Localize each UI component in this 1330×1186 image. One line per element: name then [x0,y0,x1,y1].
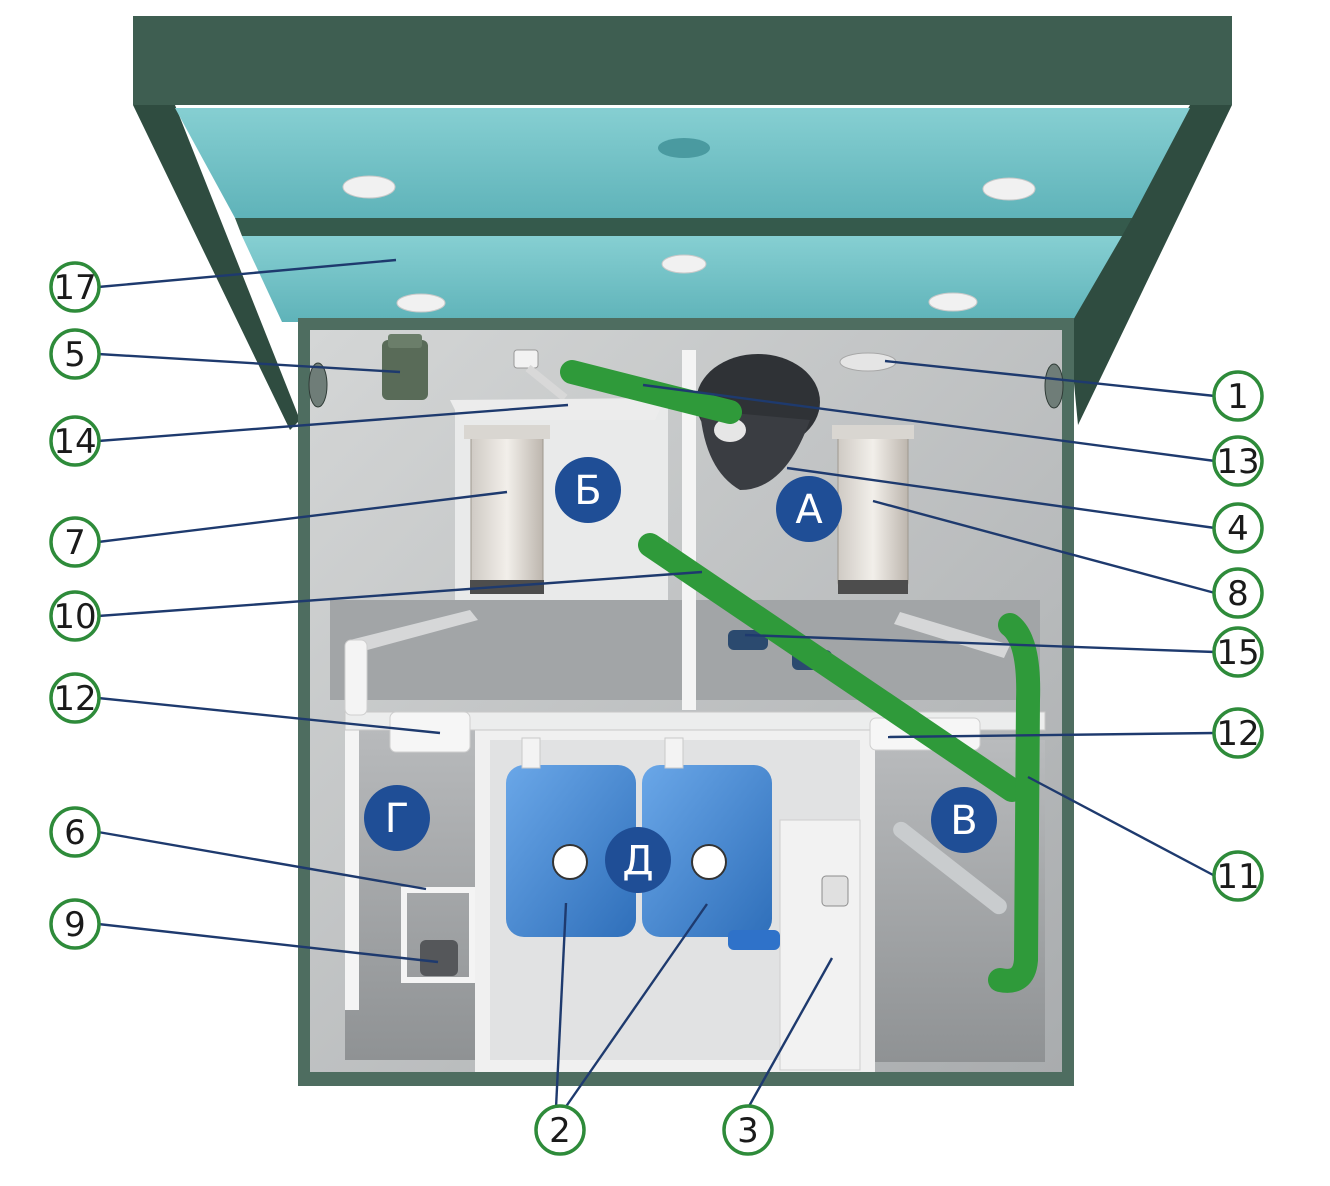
callout-2: 2 [536,1106,584,1154]
callout-11-label: 11 [1216,857,1259,897]
lid-light-1 [343,176,395,198]
zone-label-v: В [950,798,977,844]
zone-label-b: Б [574,468,601,514]
zone-badge-d: Д [605,827,671,893]
zone-label-d: Д [622,838,653,884]
lid-light-5 [929,293,977,311]
lid-insulation-upper [175,108,1190,218]
callout-14-label: 14 [53,422,96,462]
control-unit [780,820,860,1070]
callout-7-label: 7 [64,523,86,563]
callout-7: 7 [51,518,99,566]
compressor-left-fan-icon [553,845,587,879]
callout-11: 11 [1214,852,1262,900]
lid-frame [133,16,1232,105]
callout-1-label: 1 [1227,377,1249,417]
callout-13: 13 [1214,437,1262,485]
callout-12a: 12 [51,674,99,722]
callout-4-label: 4 [1227,509,1249,549]
lid-insulation-lower [242,236,1122,322]
zone-badge-b: Б [555,457,621,523]
callout-3-label: 3 [737,1111,759,1151]
zone-badge-v: В [931,787,997,853]
callout-3: 3 [724,1106,772,1154]
callout-9: 9 [51,900,99,948]
callout-15-label: 15 [1216,633,1259,673]
filter-column-left [471,430,543,590]
callout-6-label: 6 [64,813,86,853]
zone-badge-g: Г [364,785,430,851]
callout-12a-label: 12 [53,679,96,719]
callout-2-label: 2 [549,1111,571,1151]
filter-right-cap [832,425,914,439]
zone-badge-a: А [776,476,842,542]
callout-5-label: 5 [64,335,86,375]
lid-light-2 [983,178,1035,200]
callout-17: 17 [51,263,99,311]
callout-10-label: 10 [53,597,96,637]
zone-label-a: А [795,487,823,533]
callout-4: 4 [1214,504,1262,552]
filter-left-cap [464,425,550,439]
callout-8: 8 [1214,569,1262,617]
elbow-left [345,640,367,715]
filter-column-right [838,430,908,590]
callout-6: 6 [51,808,99,856]
lid-vent-center [658,138,710,158]
callout-12b: 12 [1214,709,1262,757]
chamber-b-floor [330,600,682,700]
float-switch [728,930,780,950]
lid-light-4 [397,294,445,312]
filter-right-base [838,580,908,594]
callout-9-label: 9 [64,905,86,945]
lid-light-3 [662,255,706,273]
callout-12b-label: 12 [1216,714,1259,754]
callout-14: 14 [51,417,99,465]
callout-1: 1 [1214,372,1262,420]
callout-15: 15 [1214,628,1262,676]
callout-5: 5 [51,330,99,378]
chamber-g-wall [345,720,359,1010]
callout-13-label: 13 [1216,442,1259,482]
drain-pump [420,940,458,976]
lid-rib [235,218,1132,236]
callout-17-label: 17 [53,268,96,308]
compressor-left-outlet [522,738,540,768]
callout-10: 10 [51,592,99,640]
overflow-tray [450,398,665,420]
compressor-right-outlet [665,738,683,768]
zone-label-g: Г [385,796,409,842]
pipe-connector-top [388,334,422,348]
compressor-right-fan-icon [692,845,726,879]
outlet-right [1045,364,1063,408]
pipe-connector [382,340,428,400]
inlet-left [309,363,327,407]
control-unit-socket [822,876,848,906]
inlet-sprayer [514,350,538,368]
callout-8-label: 8 [1227,574,1249,614]
housing [298,318,1074,1086]
